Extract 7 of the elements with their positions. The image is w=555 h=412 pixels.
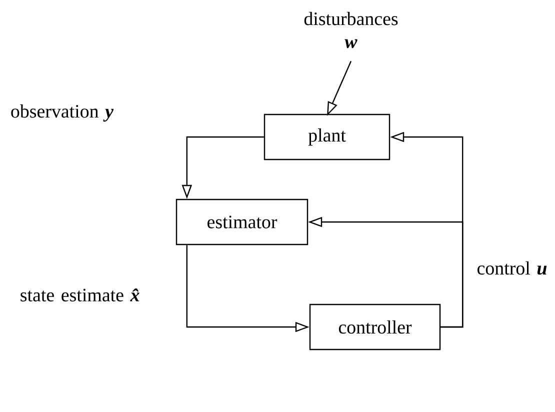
edge-label: control u (478, 261, 547, 275)
process-box: plant (264, 114, 390, 160)
process-box: controller (309, 304, 441, 350)
input-label: disturbances w (304, 12, 398, 48)
process-box: estimator (176, 198, 308, 246)
edge-label: observation y (11, 104, 114, 122)
edge-label: state estimate x̂ (20, 288, 140, 302)
